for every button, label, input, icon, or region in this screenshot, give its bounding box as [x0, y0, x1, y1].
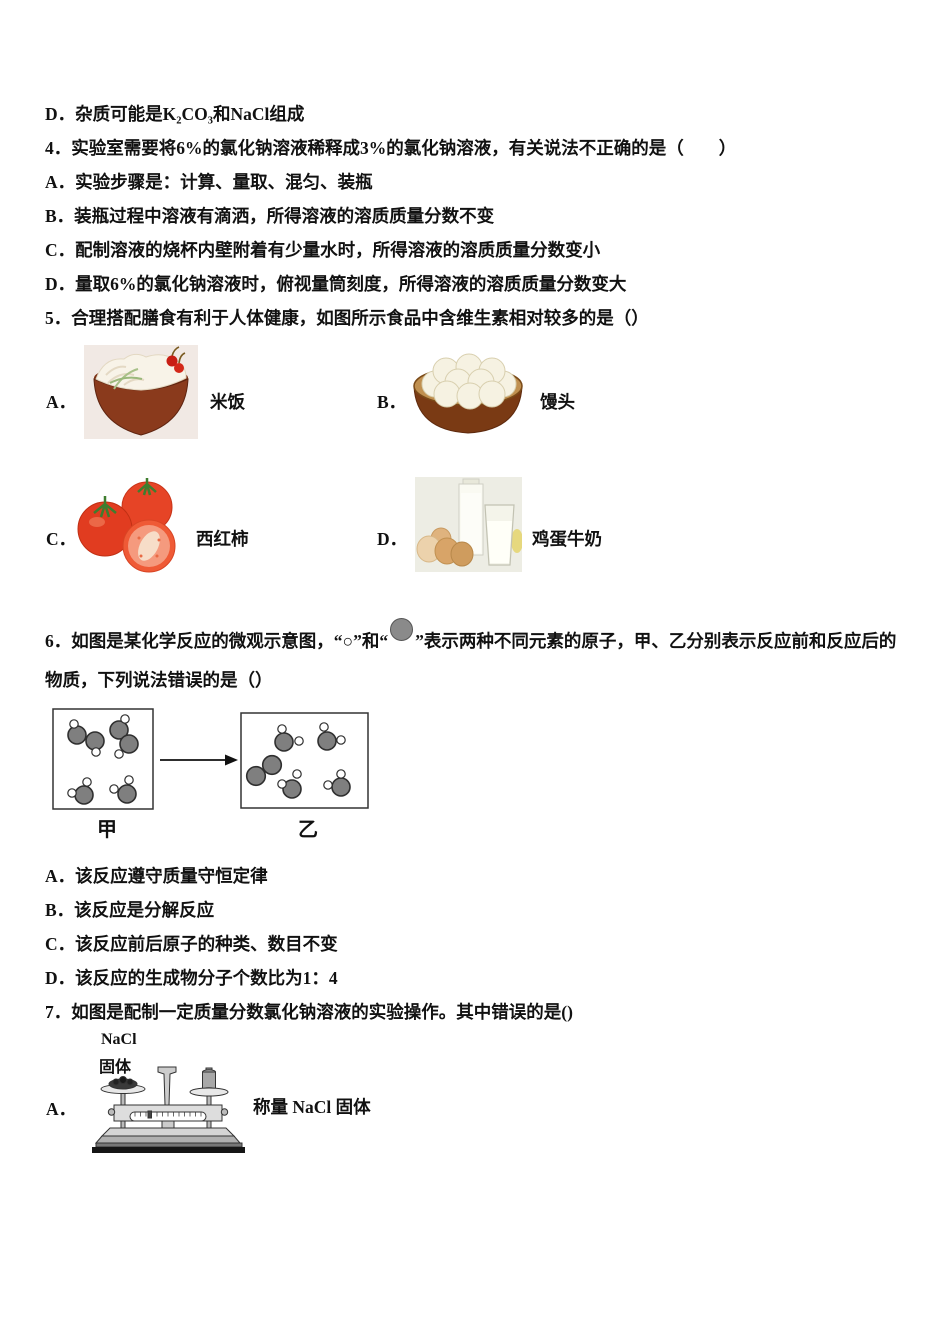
- tomatoes-image: [77, 478, 176, 573]
- q6-option-c: C．该反应前后原子的种类、数目不变: [45, 934, 338, 954]
- white-atom: [67, 788, 77, 798]
- balance-rider: [147, 1110, 152, 1119]
- gray-atom: [331, 777, 351, 797]
- atoms-layer: [67, 714, 351, 805]
- reaction-diagram: [52, 708, 369, 810]
- white-atom: [82, 777, 92, 787]
- q6-option-a: A．该反应遵守质量守恒定律: [45, 866, 268, 886]
- white-atom: [91, 747, 101, 757]
- q4-stem: 4．实验室需要将6%的氯化钠溶液稀释成3%的氯化钠溶液，有关说法不正确的是（ ）: [45, 138, 737, 158]
- white-atom: [277, 779, 287, 789]
- white-atom: [292, 769, 302, 779]
- eggs-milk-image: [415, 477, 522, 572]
- gray-atom: [317, 731, 337, 751]
- q7-option-a-caption: 称量 NaCl 固体: [253, 1097, 371, 1117]
- q6-option-d: D．该反应的生成物分子个数比为1：4: [45, 968, 338, 988]
- balance-right-pan: [189, 1087, 229, 1097]
- q3-option-d: D．杂质可能是K₂CO₃和NaCl组成: [45, 104, 305, 124]
- q5-option-d-caption: 鸡蛋牛奶: [532, 529, 602, 549]
- q6-stem-line2: 物质，下列说法错误的是（）: [45, 670, 273, 690]
- q5-option-c-caption: 西红柿: [196, 529, 249, 549]
- balance-reagent-label-line1: NaCl: [101, 1031, 137, 1048]
- q6-stem-line1: 6．如图是某化学反应的微观示意图，“○”和“”表示两种不同元素的原子，甲、乙分别…: [45, 618, 896, 652]
- q4-option-a: A．实验步骤是：计算、量取、混匀、装瓶: [45, 172, 373, 192]
- white-atom: [336, 769, 346, 779]
- steamed-buns-image: [413, 353, 523, 434]
- gray-atom: [117, 784, 137, 804]
- q5-stem: 5．合理搭配膳食有利于人体健康，如图所示食品中含维生素相对较多的是（）: [45, 308, 649, 328]
- gray-atom: [67, 725, 87, 745]
- gray-atom: [109, 720, 129, 740]
- q5-option-b-label: B．: [377, 392, 407, 412]
- white-atom: [277, 724, 287, 734]
- gray-atom: [282, 779, 302, 799]
- diagram-label-left: 甲: [97, 819, 117, 841]
- gray-atom: [85, 731, 105, 751]
- q6-option-b: B．该反应是分解反应: [45, 900, 215, 920]
- white-atom: [294, 736, 304, 746]
- q5-option-a-label: A．: [46, 392, 77, 412]
- gray-atom: [261, 754, 283, 776]
- q5-option-a-caption: 米饭: [210, 392, 245, 412]
- white-atom: [69, 719, 79, 729]
- gray-atom: [274, 732, 294, 752]
- balance-reagent-label-line2: 固体: [99, 1059, 132, 1076]
- white-atom: [319, 722, 329, 732]
- q5-option-b-caption: 馒头: [540, 392, 575, 412]
- gray-atom: [245, 765, 267, 787]
- gray-atom: [74, 785, 94, 805]
- q4-option-b: B．装瓶过程中溶液有滴洒，所得溶液的溶质质量分数不变: [45, 206, 495, 226]
- product-box: [240, 712, 369, 809]
- q5-option-d-label: D．: [377, 529, 408, 549]
- balance-scale-image: [92, 1066, 245, 1153]
- q5-option-c-label: C．: [46, 529, 77, 549]
- white-atom: [323, 780, 333, 790]
- white-atom: [109, 784, 119, 794]
- rice-bowl-image: [84, 345, 198, 439]
- reaction-arrow-head: [225, 754, 238, 766]
- q7-option-a-label: A．: [46, 1099, 77, 1119]
- q7-stem: 7．如图是配制一定质量分数氯化钠溶液的实验操作。其中错误的是(): [45, 1002, 573, 1022]
- q4-option-d: D．量取6%的氯化钠溶液时，俯视量筒刻度，所得溶液的溶质质量分数变大: [45, 274, 627, 294]
- balance-base: [92, 1147, 245, 1153]
- gray-atom: [119, 734, 139, 754]
- white-atom: [336, 735, 346, 745]
- diagram-label-right: 乙: [298, 819, 318, 841]
- balance-pillar: [157, 1066, 177, 1106]
- white-atom: [114, 749, 124, 759]
- white-atom: [124, 775, 134, 785]
- gray-atom-icon: [390, 618, 414, 641]
- q4-option-c: C．配制溶液的烧杯内壁附着有少量水时，所得溶液的溶质质量分数变小: [45, 240, 601, 260]
- white-atom: [120, 714, 130, 724]
